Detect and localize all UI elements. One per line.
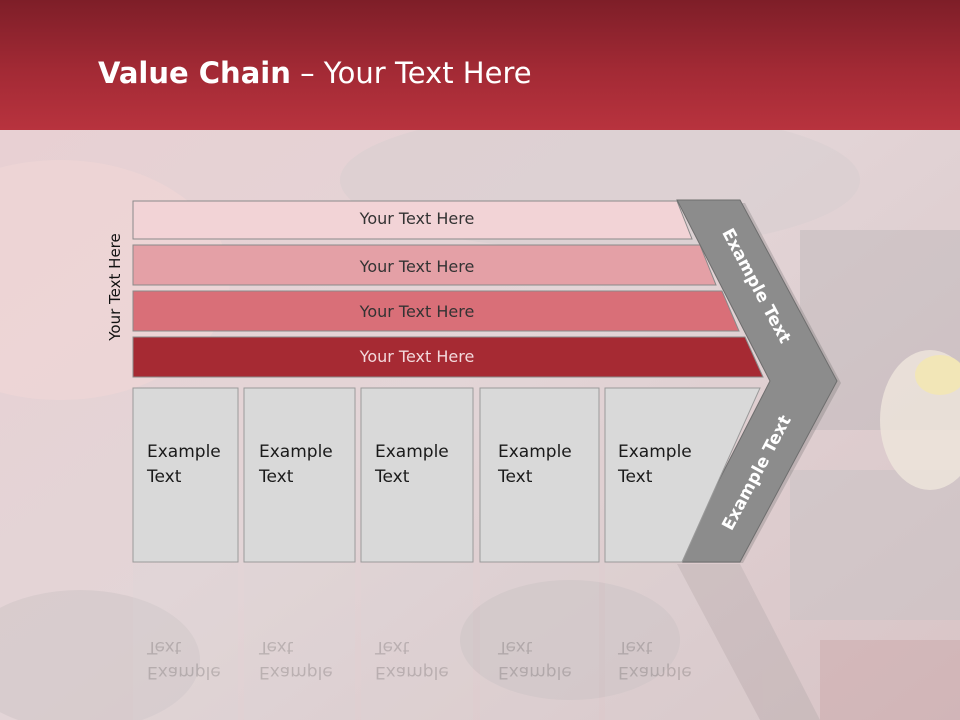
box-2-reflection-line2: Text bbox=[259, 637, 294, 657]
bar-3-label: Your Text Here bbox=[359, 302, 475, 321]
box-4-text-reflection: Example Text bbox=[498, 634, 572, 684]
title-bold: Value Chain bbox=[98, 56, 291, 90]
box-5-reflection-line1: Example bbox=[618, 662, 692, 682]
box-5-line2: Text bbox=[618, 467, 653, 487]
box-5-text-reflection: Example Text bbox=[618, 634, 692, 684]
box-2-line2: Text bbox=[259, 467, 294, 487]
box-4-reflection bbox=[480, 564, 599, 720]
bar-2 bbox=[132, 244, 717, 286]
box-3-reflection-line1: Example bbox=[375, 662, 449, 682]
chevron-arrow bbox=[676, 199, 838, 563]
slide-title: Value Chain – Your Text Here bbox=[98, 56, 532, 90]
box-1-line2: Text bbox=[147, 467, 182, 487]
box-3-text-reflection: Example Text bbox=[375, 634, 449, 684]
box-4-line1: Example bbox=[498, 442, 572, 462]
box-5-reflection bbox=[605, 564, 760, 720]
box-2-reflection-line1: Example bbox=[259, 662, 333, 682]
box-3-line2: Text bbox=[375, 467, 410, 487]
title-rest: – Your Text Here bbox=[290, 56, 532, 90]
box-3-reflection-line2: Text bbox=[375, 637, 410, 657]
box-5-reflection-line2: Text bbox=[618, 637, 653, 657]
box-4-reflection-line1: Example bbox=[498, 662, 572, 682]
bar-1-label: Your Text Here bbox=[359, 209, 475, 228]
box-2-text-reflection: Example Text bbox=[259, 634, 333, 684]
box-5-line1: Example bbox=[618, 442, 692, 462]
bar-2-label: Your Text Here bbox=[359, 257, 475, 276]
bar-4-label: Your Text Here bbox=[359, 347, 475, 366]
box-2-reflection bbox=[244, 564, 355, 720]
box-1 bbox=[132, 387, 239, 563]
box-1-reflection-line1: Example bbox=[147, 662, 221, 682]
box-3-reflection bbox=[361, 564, 473, 720]
box-reflections bbox=[133, 564, 820, 720]
box-4 bbox=[479, 387, 600, 563]
box-2 bbox=[243, 387, 356, 563]
bar-4 bbox=[132, 336, 764, 378]
box-5 bbox=[604, 387, 761, 563]
box-3-line1: Example bbox=[375, 442, 449, 462]
chevron-reflection bbox=[677, 564, 820, 720]
box-4-reflection-line2: Text bbox=[498, 637, 533, 657]
header-band bbox=[0, 0, 960, 130]
box-1-reflection-line2: Text bbox=[147, 637, 182, 657]
box-4-line2: Text bbox=[498, 467, 533, 487]
box-2-line1: Example bbox=[259, 442, 333, 462]
bar-3 bbox=[132, 290, 740, 332]
box-1-line1: Example bbox=[147, 442, 221, 462]
box-1-reflection bbox=[133, 564, 238, 720]
box-3 bbox=[360, 387, 474, 563]
box-1-text-reflection: Example Text bbox=[147, 634, 221, 684]
bar-1 bbox=[132, 200, 693, 240]
